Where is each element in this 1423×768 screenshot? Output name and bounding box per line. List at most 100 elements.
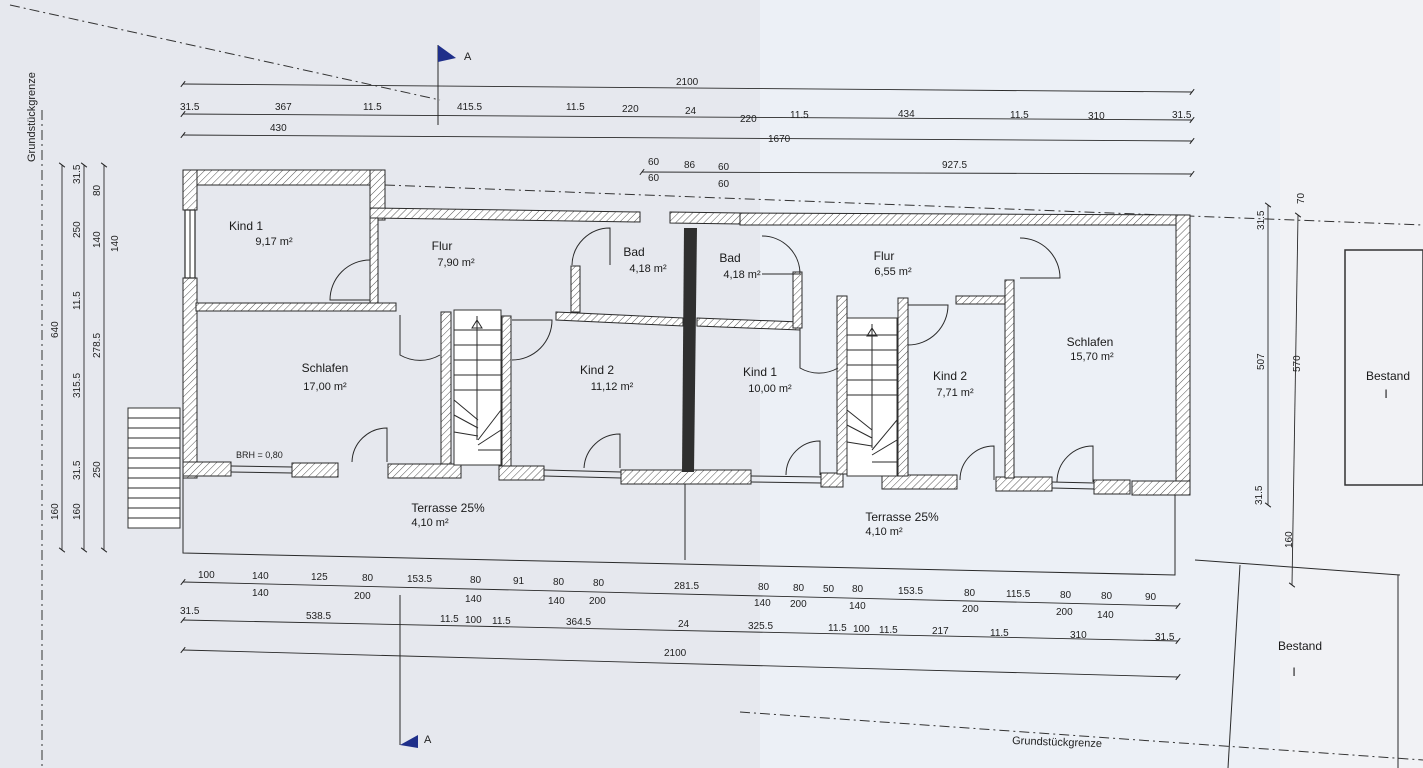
svg-text:310: 310 — [1070, 630, 1087, 641]
svg-text:281.5: 281.5 — [674, 581, 699, 592]
room-name-flur-right: Flur — [874, 249, 895, 263]
svg-text:31.5: 31.5 — [1256, 210, 1267, 230]
existing-building-label: Bestand — [1366, 369, 1410, 383]
section-label-bottom: A — [424, 734, 432, 746]
svg-text:200: 200 — [354, 591, 371, 602]
svg-text:80: 80 — [758, 582, 770, 593]
svg-text:31.5: 31.5 — [1155, 632, 1175, 643]
svg-text:200: 200 — [790, 599, 807, 610]
svg-text:153.5: 153.5 — [898, 586, 923, 597]
svg-text:640: 640 — [50, 321, 61, 338]
svg-text:507: 507 — [1256, 353, 1267, 370]
room-area-bad-left: 4,18 m² — [629, 263, 667, 275]
svg-text:60: 60 — [648, 157, 660, 168]
svg-text:50: 50 — [823, 584, 835, 595]
room-area-kind1-left: 9,17 m² — [255, 236, 293, 248]
svg-text:70: 70 — [1296, 192, 1307, 204]
svg-text:153.5: 153.5 — [407, 574, 432, 585]
svg-text:100: 100 — [853, 624, 870, 635]
svg-text:86: 86 — [684, 160, 696, 171]
stair-right — [846, 317, 898, 477]
room-name-schlafen-right: Schlafen — [1067, 335, 1114, 349]
svg-text:278.5: 278.5 — [92, 333, 103, 358]
svg-text:1670: 1670 — [768, 134, 791, 145]
svg-text:220: 220 — [622, 104, 639, 115]
svg-text:200: 200 — [962, 604, 979, 615]
room-name-bad-left: Bad — [623, 245, 644, 259]
svg-text:31.5: 31.5 — [72, 164, 83, 184]
svg-text:80: 80 — [362, 573, 374, 584]
room-area-kind2-left: 11,12 m² — [591, 381, 634, 393]
svg-text:31.5: 31.5 — [1172, 110, 1192, 121]
window-sill-label: BRH = 0,80 — [236, 450, 283, 460]
svg-text:60: 60 — [718, 162, 730, 173]
svg-text:80: 80 — [593, 578, 605, 589]
door-swings — [329, 227, 1094, 483]
svg-text:200: 200 — [1056, 607, 1073, 618]
plot-boundary-label-left: Grundstückgrenze — [26, 72, 38, 162]
svg-text:11.5: 11.5 — [440, 614, 459, 625]
room-name-terrasse-right: Terrasse 25% — [865, 510, 939, 524]
svg-text:140: 140 — [849, 601, 866, 612]
existing-building-label-2: Bestand — [1278, 639, 1322, 653]
room-name-kind2-left: Kind 2 — [580, 363, 614, 377]
room-area-terrasse-right: 4,10 m² — [865, 526, 903, 538]
svg-text:24: 24 — [678, 619, 690, 630]
dimension-chain-top-2: 430 1670 — [180, 123, 1195, 145]
dimension-chain-top-1: 31.5 367 11.5 415.5 11.5 220 24 220 11.5… — [180, 102, 1195, 125]
svg-text:80: 80 — [852, 584, 864, 595]
svg-text:200: 200 — [589, 596, 606, 607]
svg-text:217: 217 — [932, 626, 949, 637]
svg-text:80: 80 — [470, 575, 482, 586]
stair-left — [453, 309, 502, 466]
svg-text:60: 60 — [718, 179, 730, 190]
svg-text:100: 100 — [465, 615, 482, 626]
svg-text:140: 140 — [92, 231, 103, 248]
outer-walls — [182, 169, 1191, 496]
svg-text:80: 80 — [964, 588, 976, 599]
svg-text:31.5: 31.5 — [1254, 485, 1265, 505]
room-area-kind1-right: 10,00 m² — [748, 383, 792, 395]
interior-walls — [195, 217, 1015, 479]
room-name-kind1-right: Kind 1 — [743, 365, 777, 379]
room-area-schlafen-left: 17,00 m² — [303, 381, 347, 393]
svg-text:140: 140 — [465, 594, 482, 605]
dimension-chain-top-total: 2100 — [180, 77, 1195, 96]
svg-text:11.5: 11.5 — [828, 623, 847, 634]
svg-text:80: 80 — [553, 577, 565, 588]
room-name-kind1-left: Kind 1 — [229, 219, 263, 233]
svg-text:430: 430 — [270, 123, 287, 134]
svg-text:31.5: 31.5 — [180, 606, 200, 617]
svg-text:80: 80 — [793, 583, 805, 594]
svg-text:140: 140 — [754, 598, 771, 609]
svg-text:24: 24 — [685, 106, 697, 117]
svg-text:90: 90 — [1145, 592, 1157, 603]
dimension-chain-bottom-2: 31.5 538.5 11.5 100 11.5 364.5 24 325.5 … — [180, 606, 1181, 645]
svg-text:315.5: 315.5 — [72, 373, 83, 398]
section-flag-top — [438, 45, 456, 62]
room-name-bad-right: Bad — [719, 251, 740, 265]
dimension-chain-top-3: 60 86 60 60 60 927.5 — [639, 157, 1195, 190]
svg-text:11.5: 11.5 — [879, 625, 898, 636]
svg-text:160: 160 — [1284, 531, 1295, 548]
room-area-schlafen-right: 15,70 m² — [1070, 351, 1114, 363]
svg-text:125: 125 — [311, 572, 328, 583]
plot-boundary-bottom — [739, 711, 1423, 761]
room-area-bad-right: 4,18 m² — [723, 269, 761, 281]
svg-text:250: 250 — [92, 461, 103, 478]
svg-text:140: 140 — [252, 571, 269, 582]
plot-boundary-upper — [384, 184, 1423, 226]
svg-text:80: 80 — [1101, 591, 1113, 602]
section-label-top: A — [464, 51, 472, 63]
svg-text:927.5: 927.5 — [942, 160, 967, 171]
svg-text:100: 100 — [198, 570, 215, 581]
svg-text:160: 160 — [72, 503, 83, 520]
svg-text:60: 60 — [648, 173, 660, 184]
entrance-steps — [127, 407, 181, 529]
svg-text:434: 434 — [898, 109, 915, 120]
dimension-chain-bottom-total: 2100 — [180, 646, 1181, 681]
dimension-chain-bottom-1: 100 140 125 80 153.5 80 91 80 80 281.5 8… — [180, 570, 1181, 621]
svg-text:80: 80 — [1060, 590, 1072, 601]
room-name-kind2-right: Kind 2 — [933, 369, 967, 383]
room-name-flur-left: Flur — [432, 239, 453, 253]
